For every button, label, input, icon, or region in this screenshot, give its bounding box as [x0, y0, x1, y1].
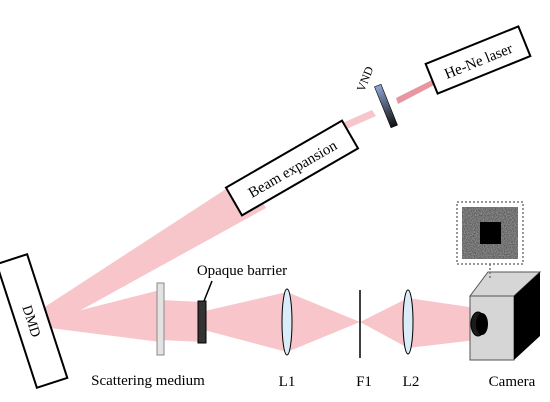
- dmd-output-beam: [50, 290, 160, 342]
- he-ne-laser: He-Ne laser: [424, 25, 532, 95]
- filter-f1-label: F1: [356, 374, 372, 390]
- beam-paths: [40, 78, 476, 352]
- lens-l1-label: L1: [279, 374, 296, 390]
- beam-expansion: Beam expansion: [224, 119, 360, 217]
- focus-to-f1: [287, 292, 360, 352]
- opaque-barrier-label: Opaque barrier: [197, 263, 287, 279]
- lens-l2-label: L2: [403, 374, 420, 390]
- camera-icon: [469, 271, 542, 361]
- camera-label: Camera: [489, 374, 536, 390]
- inset-dark-shadow: [480, 222, 501, 244]
- diverge-to-l2: [360, 298, 408, 348]
- camera-side-face: [514, 272, 540, 360]
- lens-l1: [281, 288, 293, 356]
- camera-lens-ring: [476, 313, 488, 335]
- dmd: DMD: [0, 252, 69, 390]
- scattering-medium-plate: [156, 282, 165, 356]
- scattering-medium-label: Scattering medium: [91, 373, 205, 389]
- expanded-beam: [40, 176, 266, 326]
- dmd-panel: [0, 252, 69, 390]
- beam-expansion-box: [224, 119, 360, 217]
- vnd-filter: [374, 83, 398, 129]
- laser-body: [424, 25, 532, 95]
- lens-l2: [402, 289, 414, 355]
- speckle-image-icon: [456, 201, 524, 265]
- vnd-label: VND: [354, 64, 377, 94]
- beam-to-camera: [408, 298, 476, 348]
- cone-to-l1: [166, 292, 287, 352]
- vnd-plate: [374, 83, 398, 129]
- laser-beam: [396, 78, 436, 104]
- barrier-pointer: [203, 280, 213, 302]
- opaque-barrier-block: [197, 300, 207, 344]
